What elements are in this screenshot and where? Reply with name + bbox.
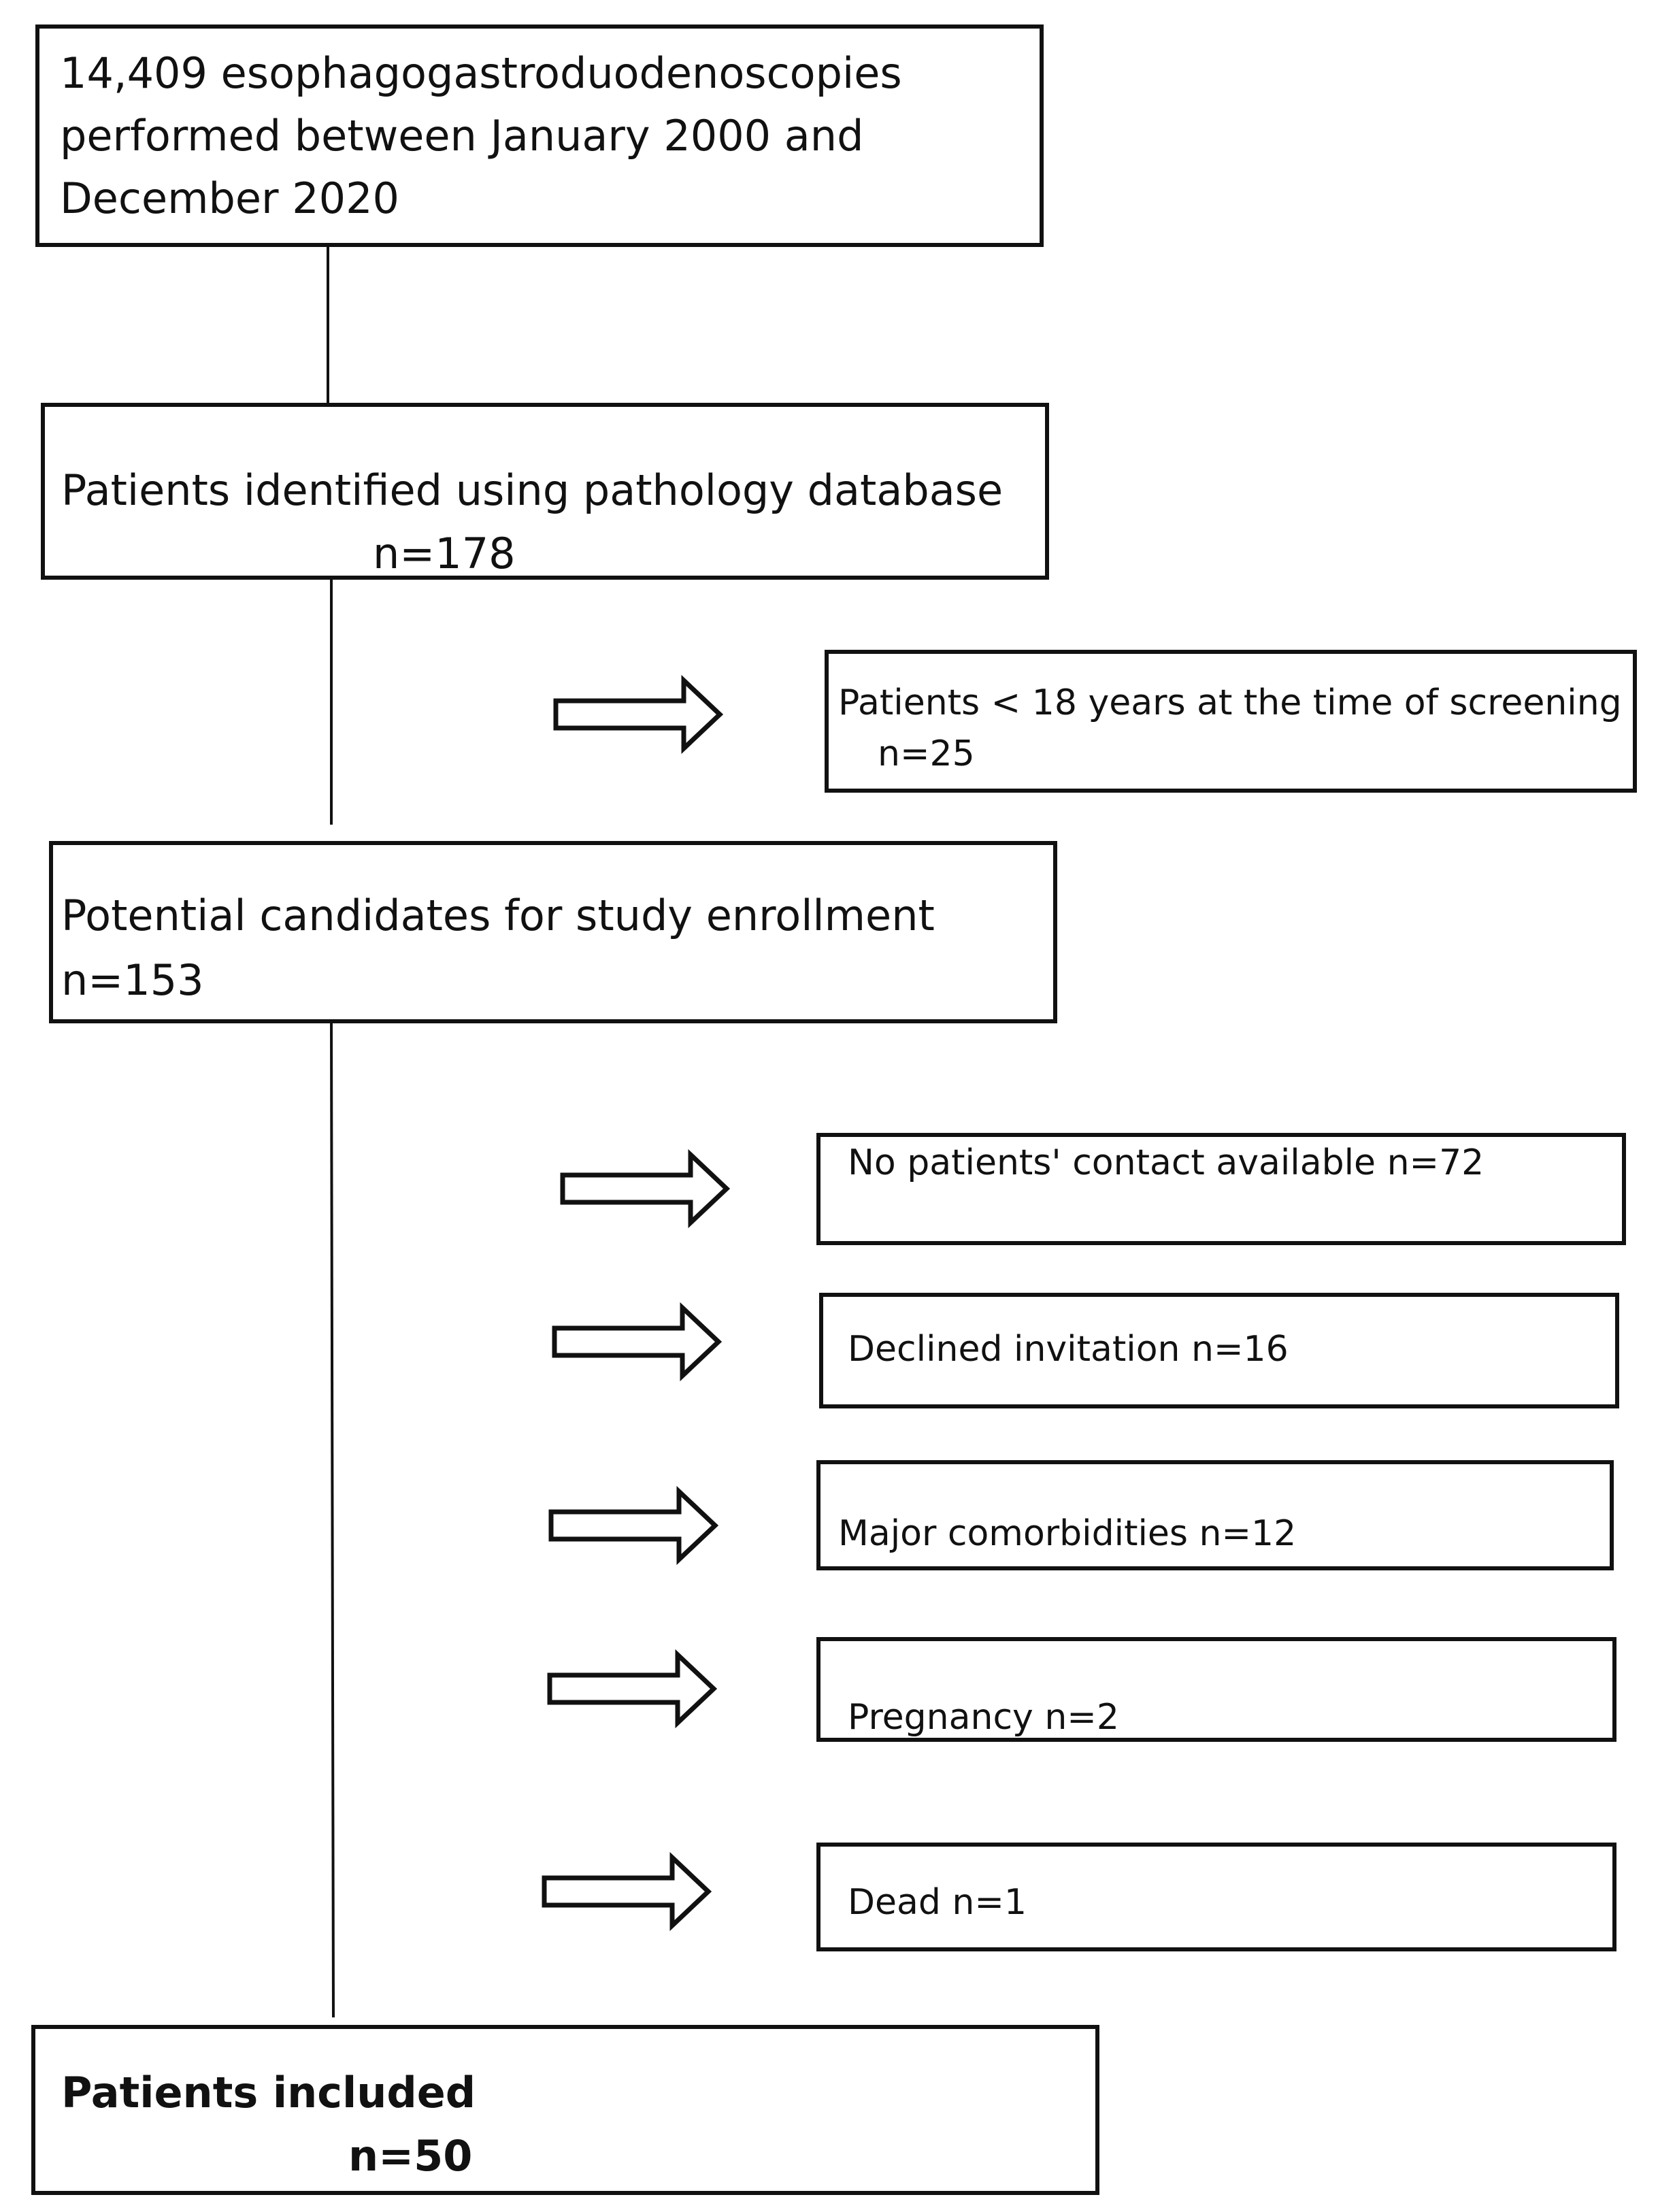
box-exclusion-contact bbox=[816, 1133, 1626, 1245]
arrow-exclusion-contact bbox=[560, 1149, 731, 1229]
box-exclusion-age bbox=[825, 650, 1637, 793]
exclusion-declined-text: Declined invitation n=16 bbox=[848, 1329, 1289, 1370]
arrow-exclusion-dead bbox=[542, 1851, 712, 1932]
identified-count: n=178 bbox=[373, 529, 516, 578]
box-exclusion-dead bbox=[816, 1843, 1616, 1951]
box-exclusion-pregnancy bbox=[816, 1637, 1616, 1742]
arrow-exclusion-comorbidities bbox=[548, 1485, 719, 1566]
arrow-exclusion-declined bbox=[552, 1302, 723, 1382]
box-candidates bbox=[49, 841, 1057, 1023]
exclusion-dead-text: Dead n=1 bbox=[848, 1882, 1027, 1923]
exclusion-contact-text: No patients' contact available n=72 bbox=[848, 1142, 1485, 1183]
arrow-exclusion-pregnancy bbox=[547, 1649, 718, 1729]
arrow-exclusion-age bbox=[553, 674, 724, 755]
start-text: 14,409 esophagogastroduodenoscopies perf… bbox=[60, 48, 902, 223]
box-exclusion-comorbidities bbox=[816, 1460, 1614, 1570]
exclusion-age-title: Patients < 18 years at the time of scree… bbox=[838, 682, 1622, 723]
connector-candidates-to-included bbox=[330, 1021, 335, 2018]
exclusion-age-count: n=25 bbox=[878, 733, 975, 774]
included-title: Patients included bbox=[61, 2068, 476, 2117]
box-start bbox=[35, 24, 1044, 247]
identified-title: Patients identified using pathology data… bbox=[61, 465, 1004, 515]
box-exclusion-declined bbox=[819, 1293, 1619, 1408]
box-included bbox=[31, 2025, 1099, 2195]
candidates-title: Potential candidates for study enrollmen… bbox=[61, 891, 935, 940]
candidates-count: n=153 bbox=[61, 955, 204, 1005]
included-count: n=50 bbox=[348, 2131, 473, 2181]
box-identified bbox=[41, 403, 1049, 580]
exclusion-comorbidities-text: Major comorbidities n=12 bbox=[838, 1513, 1297, 1554]
exclusion-pregnancy-text: Pregnancy n=2 bbox=[848, 1697, 1119, 1738]
